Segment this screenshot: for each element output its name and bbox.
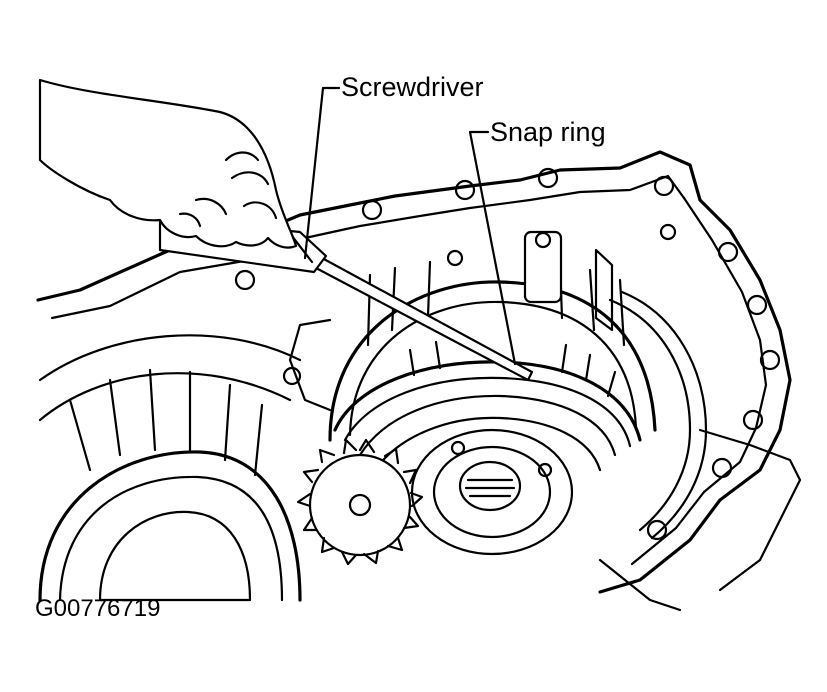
figure-id: G00776719: [35, 595, 161, 622]
transmission-case-outline: [36, 150, 802, 612]
snap-ring-label: Snap ring: [490, 117, 606, 147]
differential-bore: [38, 334, 302, 602]
screwdriver-leader: [303, 86, 341, 260]
screwdriver-label: Screwdriver: [341, 72, 484, 102]
hand: [38, 78, 298, 249]
clutch-assembly: [333, 340, 642, 556]
hand-with-screwdriver: [38, 78, 534, 382]
snap-ring-leader: [468, 130, 517, 366]
idler-gear: [296, 438, 424, 566]
